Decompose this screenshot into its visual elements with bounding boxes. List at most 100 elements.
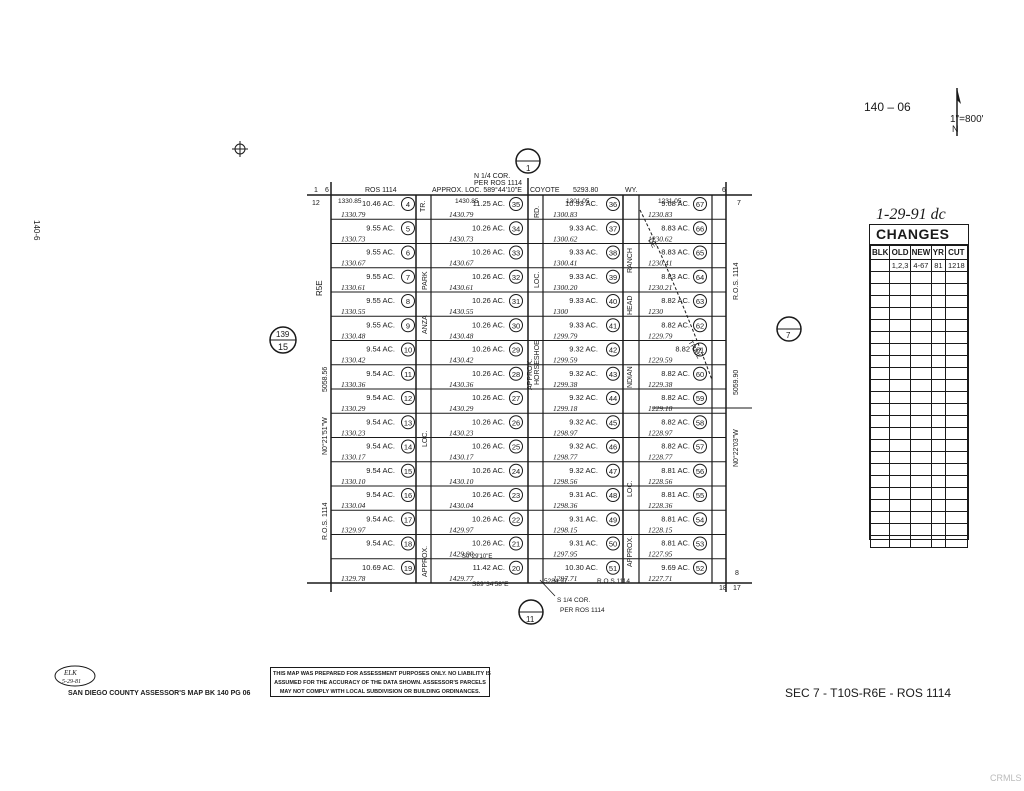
lot-number-circle	[401, 197, 415, 211]
lot-dimension: 1300	[553, 307, 568, 316]
table-cell	[909, 343, 933, 356]
lot-number: 7	[406, 273, 410, 282]
lot-dimension: 1330.04	[341, 501, 366, 510]
lot-dimension: 1228.77	[648, 453, 673, 462]
lot-acreage: 9.55 AC.	[366, 296, 395, 305]
lot-number-circle	[606, 245, 620, 260]
lot-number-circle	[693, 512, 707, 527]
table-cell	[909, 451, 933, 464]
lot-number: 28	[512, 370, 520, 379]
north-corner-note-2: PER ROS 1114	[474, 180, 522, 187]
table-cell	[944, 271, 969, 284]
lot-number: 62	[696, 321, 704, 330]
lot-dimension: 1330.10	[341, 477, 366, 486]
table-cell	[889, 319, 911, 332]
section-line: SEC 7 - T10S-R6E - ROS 1114	[785, 686, 951, 700]
lot-acreage: 8.82 AC.	[661, 417, 690, 426]
table-cell	[889, 271, 911, 284]
lot-dimension: 1430.79	[449, 210, 474, 219]
disclaimer-line: MAY NOT COMPLY WITH LOCAL SUBDIVISION OR…	[279, 689, 481, 695]
lot-acreage: 8.82 AC.	[661, 296, 690, 305]
lot-number-circle	[401, 221, 415, 236]
lot-number-circle	[509, 318, 523, 333]
lot-acreage: 10.26 AC.	[472, 272, 505, 281]
lot-number-circle	[401, 439, 415, 454]
svg-text:LOC.: LOC.	[627, 481, 634, 497]
lot-number-circle	[693, 439, 707, 454]
lot-acreage: 9.69 AC.	[661, 563, 690, 572]
lot-acreage: 9.31 AC.	[569, 539, 598, 548]
lot-number-circle	[509, 342, 523, 357]
lot-acreage: 9.54 AC.	[366, 539, 395, 548]
table-cell	[889, 523, 911, 536]
svg-text:HEAD: HEAD	[627, 296, 634, 315]
left-distance: 5058.56	[322, 367, 329, 392]
lot-number-circle	[606, 463, 620, 478]
lot-acreage: 10.26 AC.	[472, 442, 505, 451]
table-cell	[909, 403, 933, 416]
table-cell	[944, 295, 969, 308]
lot-number-circle	[401, 415, 415, 430]
lot-acreage: 9.32 AC.	[569, 393, 598, 402]
lot-acreage: 9.31 AC.	[569, 490, 598, 499]
lot-number-circle	[509, 415, 523, 430]
lot-number-circle	[693, 391, 707, 405]
lot-dimension: 1298.15	[553, 525, 578, 534]
lot-number: 4	[406, 200, 410, 209]
lot-acreage: 10.46 AC.	[362, 199, 395, 208]
lot-number: 17	[404, 515, 412, 524]
table-cell	[944, 307, 969, 320]
lot-dimension: 1298.77	[553, 453, 578, 462]
table-row	[869, 283, 969, 296]
lot-number-circle	[606, 512, 620, 527]
lot-acreage: 8.83 AC.	[661, 223, 690, 232]
svg-text:DE: DE	[646, 238, 657, 250]
lot-number-circle	[693, 269, 707, 284]
lot-number-circle	[606, 488, 620, 502]
svg-text:LOC.: LOC.	[534, 272, 541, 288]
table-cell	[944, 319, 969, 332]
table-cell	[869, 487, 891, 500]
table-cell	[889, 535, 911, 548]
lot-number-circle	[606, 536, 620, 551]
table-cell	[889, 451, 911, 464]
top-road-coyote: COYOTE	[530, 187, 560, 194]
lot-number: 63	[696, 297, 704, 306]
lot-dimension: 1299.79	[553, 331, 578, 340]
lot-number-circle	[401, 294, 415, 308]
lot-number: 37	[609, 224, 617, 233]
svg-text:PARK: PARK	[422, 271, 429, 290]
table-cell	[909, 379, 933, 392]
lot-number: 47	[609, 467, 617, 476]
lot-dimension: 1229.59	[648, 356, 673, 365]
table-cell	[909, 331, 933, 344]
lot-acreage: 10.26 AC.	[472, 223, 505, 232]
side-label: 140-6	[32, 220, 41, 241]
lot-number-circle	[401, 463, 415, 478]
lot-dimension: 1300.20	[553, 283, 578, 292]
lot-number-circle	[509, 294, 523, 308]
lot-number: 24	[512, 467, 520, 476]
lot-number: 65	[696, 249, 704, 258]
table-cell	[931, 415, 946, 428]
table-row	[869, 487, 969, 500]
lot-dimension: 1230.62	[648, 234, 673, 243]
lot-acreage: 9.55 AC.	[366, 272, 395, 281]
lot-dimension: 1230.41	[648, 259, 672, 268]
svg-text:LOC.: LOC.	[422, 431, 429, 447]
lot-dimension: 1430.17	[449, 453, 474, 462]
lot-number-circle	[401, 488, 415, 502]
table-row	[869, 379, 969, 392]
lot-dimension: 1300.41	[553, 259, 577, 268]
